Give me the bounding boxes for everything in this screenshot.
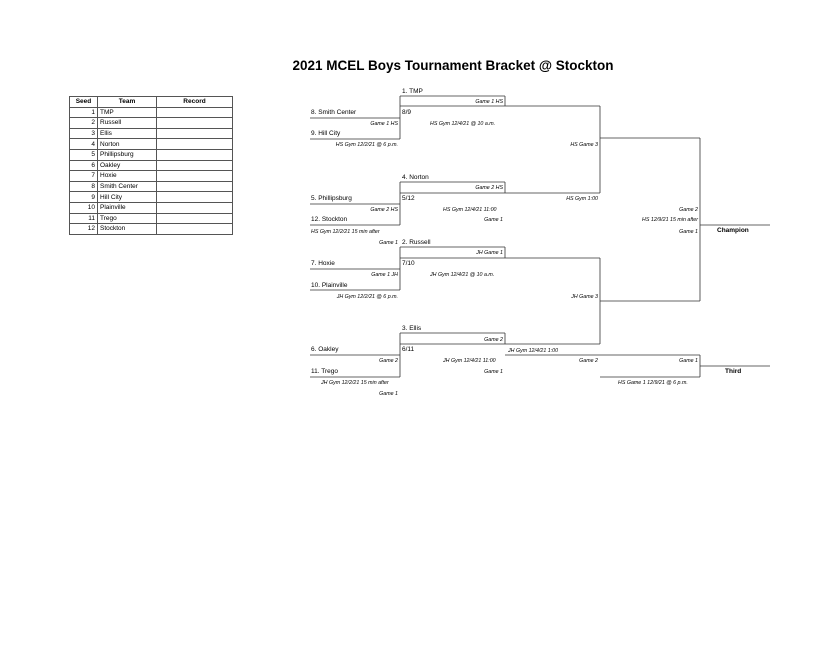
r2-m1-side: 8/9 (402, 109, 412, 116)
r2-m1-top-team: 1. TMP (402, 88, 423, 95)
final-game: Game 2 (679, 207, 698, 213)
r2-m2-game: Game 2 HS (475, 185, 503, 191)
r1-m2-top-team: 5. Phillipsburg (311, 195, 352, 202)
r2-m3-info: JH Gym 12/4/21 @ 10 a.m. (430, 272, 495, 278)
third-info: HS Game 1 12/9/21 @ 6 p.m. (618, 380, 688, 386)
r1-m1-top-team: 8. Smith Center (311, 109, 357, 116)
r1-m1-info: HS Gym 12/2/21 @ 6 p.m. (335, 142, 398, 148)
champion-label: Champion (717, 227, 749, 234)
r2-m4-game2: Game 1 (484, 369, 503, 375)
third-label: Third (725, 368, 742, 375)
r2-m3-game: JH Game 1 (476, 250, 503, 256)
final-info: HS 12/9/21 15 min after (642, 217, 698, 223)
r1-m3-info: JH Gym 12/2/21 @ 6 p.m. (336, 294, 398, 300)
r1-m3-top-team: 7. Hoxie (311, 260, 335, 267)
r1-m4-game2: Game 1 (379, 391, 398, 397)
r2-m2-game2: Game 1 (484, 217, 503, 223)
r1-m1-game: Game 1 HS (370, 121, 398, 127)
r1-m2-bottom-team: 12. Stockton (311, 216, 348, 223)
hs-semi-info: HS Gym 1:00 (566, 196, 598, 202)
r2-m2-info: HS Gym 12/4/21 11:00 (443, 207, 497, 213)
r1-m4-bottom-team: 11. Trego (311, 368, 338, 375)
r1-m2-info: HS Gym 12/2/21 15 min after (311, 229, 380, 235)
third-game: Game 1 (679, 358, 698, 364)
r2-m2-side: 5/12 (402, 195, 415, 202)
r1-m4-game: Game 2 (379, 358, 398, 364)
r2-m1-game: Game 1 HS (475, 99, 503, 105)
r2-m4-game: Game 2 (484, 337, 503, 343)
r2-m3-top-team: 2. Russell (402, 239, 431, 246)
r1-m3-game: Game 1 JH (371, 272, 398, 278)
r1-m2-game2: Game 1 (379, 240, 398, 246)
r1-m2-game: Game 2 HS (370, 207, 398, 213)
hs-semi-game: HS Game 3 (570, 142, 598, 148)
jh-semi-game2: Game 2 (579, 358, 598, 364)
r2-m4-top-team: 3. Ellis (402, 325, 422, 332)
r1-m3-bottom-team: 10. Plainville (311, 282, 348, 289)
final-game2: Game 1 (679, 229, 698, 235)
r2-m4-side: 6/11 (402, 346, 415, 353)
jh-semi-game: JH Game 3 (571, 294, 598, 300)
r1-m4-info: JH Gym 12/2/21 15 min after (321, 380, 389, 386)
r2-m4-info: JH Gym 12/4/21 11:00 (443, 358, 496, 364)
cell-record (156, 223, 233, 235)
jh-semi-info: JH Gym 12/4/21 1:00 (508, 348, 559, 354)
r1-m1-bottom-team: 9. Hill City (311, 130, 341, 137)
r2-m2-top-team: 4. Norton (402, 174, 429, 181)
page-title: 2021 MCEL Boys Tournament Bracket @ Stoc… (292, 58, 614, 73)
r2-m1-info: HS Gym 12/4/21 @ 10 a.m. (430, 121, 496, 127)
r2-m3-side: 7/10 (402, 260, 415, 267)
r1-m4-top-team: 6. Oakley (311, 346, 339, 353)
